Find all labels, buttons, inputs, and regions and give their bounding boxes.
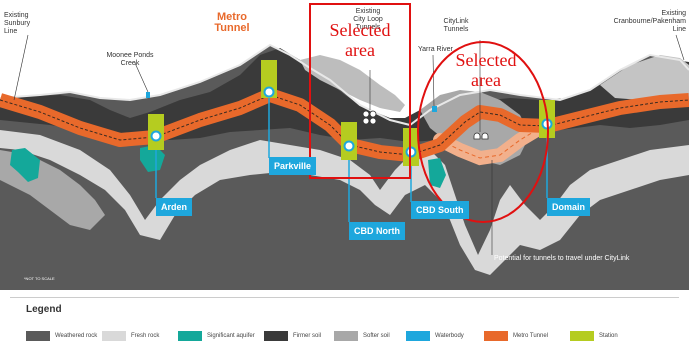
station-label-arden: Arden (156, 198, 193, 216)
softer-soil-right (600, 55, 689, 105)
significant-aquifer-3 (428, 158, 446, 188)
label-potential-note: Potential for tunnels to travel under Ci… (494, 255, 630, 262)
legend-label: Firmer soil (293, 333, 321, 339)
legend-item: Waterbody (406, 330, 464, 342)
legend-label: Significant aquifer (207, 333, 255, 339)
legend-swatch (484, 331, 508, 341)
significant-aquifer (10, 148, 40, 182)
legend-label: Metro Tunnel (513, 333, 549, 339)
sunbury-leader (13, 34, 29, 101)
moonee-leader (134, 62, 149, 93)
legend-item: Station (570, 330, 618, 342)
geological-cross-section: Existing Sunbury Line Moonee Ponds Creek… (0, 3, 689, 290)
cross-section-svg (0, 3, 689, 290)
legend-title: Legend (26, 304, 62, 315)
selected-area-box (309, 3, 411, 179)
selected-area-ellipse (417, 41, 549, 223)
cranbourne-leader (675, 34, 685, 61)
selected-area-label-1: Selected area (329, 20, 391, 60)
selected-area-label-2: Selected area (455, 50, 517, 90)
legend-item: Weathered rock (26, 330, 97, 342)
fresh-rock-layer (0, 130, 689, 275)
potential-tunnel-dash (439, 127, 541, 159)
legend-swatch (570, 331, 594, 341)
label-yarra-river: Yarra River (418, 46, 453, 53)
label-not-to-scale: *NOT TO SCALE (24, 276, 55, 281)
legend-swatch (264, 331, 288, 341)
metro-tunnel-centreline (0, 94, 689, 156)
label-existing-cranbourne: Existing Cranbourne/Pakenham Line (613, 10, 686, 33)
legend-swatch (406, 331, 430, 341)
legend-item: Significant aquifer (178, 330, 255, 342)
label-city-loop: Existing City Loop Tunnels (353, 8, 383, 31)
legend-item: Softer soil (334, 330, 390, 342)
legend-label: Softer soil (363, 333, 390, 339)
legend-swatch (178, 331, 202, 341)
station-label-domain: Domain (547, 198, 591, 216)
station-label-cbd-north: CBD North (349, 222, 405, 240)
waterbody-moonee (146, 92, 150, 98)
waterbody-yarra (432, 106, 437, 112)
legend-item: Fresh rock (102, 330, 159, 342)
legend-label: Waterbody (435, 333, 464, 339)
legend-label: Weathered rock (55, 333, 98, 339)
station-parkville-marker (261, 60, 277, 158)
station-cbd-north-marker (341, 122, 357, 222)
station-label-cbd-south: CBD South (411, 201, 469, 219)
yarra-leader (432, 54, 435, 107)
legend-swatch (102, 331, 126, 341)
legend-divider (10, 297, 679, 298)
significant-aquifer-2 (140, 145, 165, 172)
label-moonee-ponds: Moonee Ponds Creek (106, 52, 154, 67)
legend-label: Fresh rock (131, 333, 160, 339)
label-existing-sunbury: Existing Sunbury Line (4, 12, 31, 35)
terrain-surface (0, 43, 689, 127)
city-loop-tunnels-icon (362, 70, 377, 125)
legend-swatch (26, 331, 50, 341)
station-label-parkville: Parkville (269, 157, 317, 175)
label-citylink-tunnels: CityLink Tunnels (443, 18, 469, 33)
softer-soil-upper (300, 55, 405, 112)
citylink-tunnels-icon (473, 40, 489, 140)
legend-swatch (334, 331, 358, 341)
label-metro-tunnel: Metro Tunnel (214, 11, 250, 34)
legend-item: Metro Tunnel (484, 330, 548, 342)
legend-item: Firmer soil (264, 330, 321, 342)
station-arden-marker (148, 114, 164, 198)
legend-label: Station (599, 333, 618, 339)
